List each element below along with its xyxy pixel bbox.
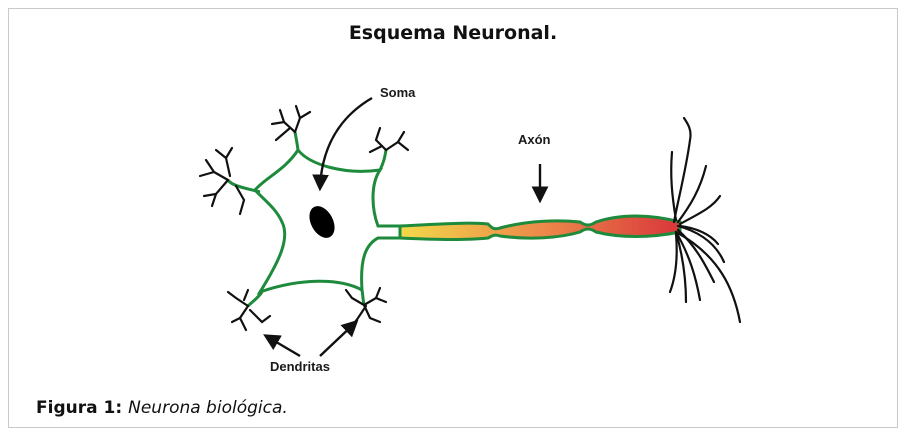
axon-terminals	[670, 118, 740, 322]
caption-label: Figura 1:	[36, 398, 122, 418]
axon-label: Axón	[518, 132, 551, 147]
dendrite-arrow-right	[320, 322, 356, 356]
dendrites-label: Dendritas	[270, 359, 330, 374]
figure-caption: Figura 1: Neurona biológica.	[36, 398, 288, 418]
soma-label: Soma	[380, 85, 416, 100]
dendrite-arrow-left	[266, 336, 300, 356]
caption-text: Neurona biológica.	[128, 398, 288, 418]
axon	[400, 216, 680, 240]
